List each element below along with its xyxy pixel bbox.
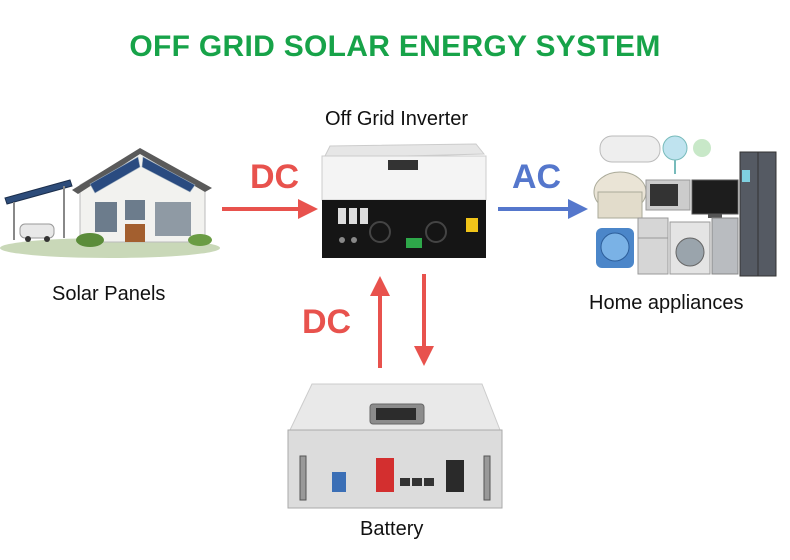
battery-label: Battery: [360, 518, 424, 540]
solar-panels-label: Solar Panels: [52, 283, 166, 305]
inverter-label: Off Grid Inverter: [325, 108, 469, 130]
ac-label-appliances: AC: [512, 158, 562, 196]
home-appliances-image: [593, 135, 777, 277]
battery-image: [287, 383, 503, 509]
dc-arrow-solar-to-inverter: [222, 199, 318, 219]
dc-label-battery: DC: [302, 303, 352, 341]
solar-house-image: [0, 148, 220, 258]
inverter-image: [321, 143, 487, 258]
home-appliances-label: Home appliances: [589, 292, 744, 314]
dc-label-solar: DC: [250, 158, 300, 196]
dc-arrow-battery-to-inverter: [370, 276, 390, 368]
ac-arrow-inverter-to-appliances: [498, 199, 588, 219]
dc-arrow-inverter-to-battery: [414, 274, 434, 366]
diagram-title: OFF GRID SOLAR ENERGY SYSTEM: [129, 30, 661, 63]
